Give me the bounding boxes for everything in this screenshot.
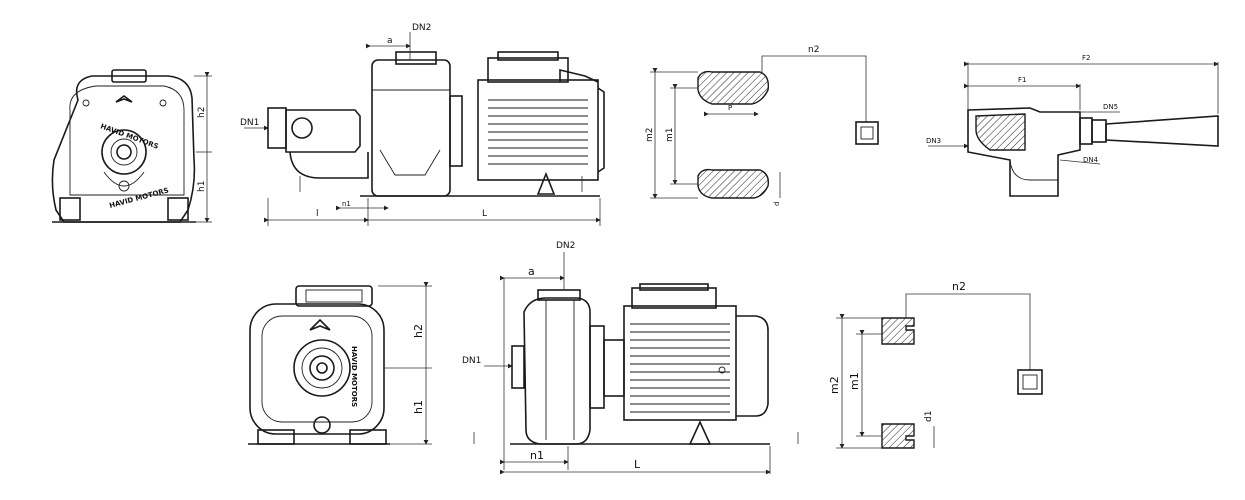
top-section-dn3-label: DN3	[926, 137, 941, 145]
bottom-base-detail: m2 m1 d1 n2	[828, 280, 1043, 449]
top-side-dn1-label: DN1	[240, 118, 259, 128]
top-front-view: HAVID MOTORS HAVID MOTORS h2 h1	[51, 69, 212, 223]
top-section-f1-label: F1	[1018, 76, 1026, 84]
top-base-n2-label: n2	[808, 45, 819, 55]
top-section-f2-label: F2	[1082, 54, 1090, 62]
top-front-brand-lower: HAVID MOTORS	[108, 186, 169, 210]
top-side-a-label: a	[387, 36, 393, 46]
top-side-l-label: l	[316, 209, 319, 219]
bottom-side-a-label: a	[528, 265, 535, 278]
top-side-L-label: L	[482, 209, 487, 219]
top-base-m2-label: m2	[645, 128, 655, 143]
bottom-base-d1-label: d1	[924, 411, 934, 422]
top-base-m1-label: m1	[665, 128, 675, 143]
top-base-p-label: P	[728, 104, 732, 112]
top-base-d-label: d	[773, 202, 781, 206]
top-front-h1-label: h1	[197, 181, 207, 192]
bottom-base-n2-label: n2	[952, 280, 966, 293]
bottom-side-L-label: L	[634, 458, 641, 471]
bottom-front-h1-label: h1	[412, 400, 425, 414]
top-base-detail: m2 m1 P d n2	[645, 45, 879, 206]
bottom-side-n1-label: n1	[530, 449, 544, 462]
top-side-view: a DN2 DN1 l L n1	[240, 23, 605, 226]
top-side-n1-label: n1	[342, 200, 351, 208]
bottom-side-dn2-label: DN2	[556, 241, 575, 251]
top-front-h2-label: h2	[197, 107, 207, 118]
bottom-front-h2-label: h2	[412, 324, 425, 338]
bottom-base-m2-label: m2	[828, 376, 841, 394]
top-side-dn2-label: DN2	[412, 23, 431, 33]
bottom-side-view: a DN2 DN1 n1 L	[462, 241, 799, 475]
bottom-front-brand: HAVID MOTORS	[350, 346, 358, 407]
top-section-dn4-label: DN4	[1083, 156, 1099, 164]
bottom-front-view: HAVID MOTORS h2 h1	[248, 282, 432, 445]
top-section-dn5-label: DN5	[1103, 103, 1118, 111]
bottom-base-m1-label: m1	[848, 372, 861, 390]
top-section-view: DN3 DN4 DN5 F1 F2	[926, 54, 1219, 197]
bottom-side-dn1-label: DN1	[462, 356, 481, 366]
